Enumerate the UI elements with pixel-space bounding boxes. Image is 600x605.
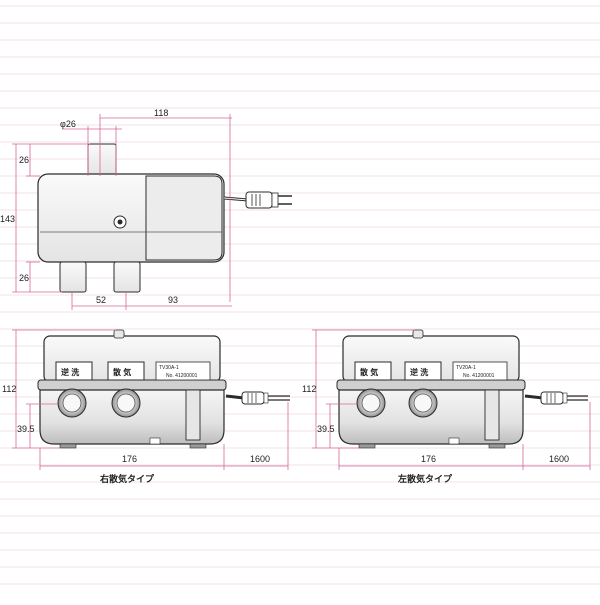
top-view <box>37 143 292 293</box>
ru-dim-height: 112 <box>2 384 16 394</box>
ruled-lines <box>0 5 600 585</box>
lu-caption: 左散気タイプ <box>397 473 453 484</box>
dim-total-width: 118 <box>154 108 168 118</box>
top-view-dimensions <box>12 114 232 310</box>
dim-pipe-diameter: φ26 <box>60 119 76 129</box>
left-unit-front-view: 散 気 逆 洗 TV20A-1 No. 41200001 <box>336 329 588 449</box>
top-lid <box>145 175 223 261</box>
ru-top-knob <box>113 329 125 339</box>
lu-label-left: 散 気 <box>360 367 378 377</box>
right-unit-dimensions <box>12 329 289 470</box>
lu-post <box>484 389 500 441</box>
top-cord-inner <box>223 197 249 201</box>
lu-cord <box>524 394 544 400</box>
ru-dim-pipe-height: 39.5 <box>17 424 35 434</box>
lu-top-knob <box>412 329 424 339</box>
lu-foot-mid <box>448 437 460 445</box>
ru-port-left-inner <box>62 393 82 413</box>
ru-dim-width: 176 <box>122 454 137 464</box>
ru-foot-left <box>59 443 77 449</box>
ru-port-right-inner <box>116 393 136 413</box>
ru-plate-number: No. 41200001 <box>166 373 198 379</box>
lu-dim-pipe-height: 39.5 <box>317 424 335 434</box>
lu-rim <box>336 379 526 391</box>
ru-foot-right <box>189 443 207 449</box>
ru-nameplate <box>155 361 211 381</box>
lu-port-right-inner <box>413 393 433 413</box>
ru-plug-icon <box>241 391 290 405</box>
ru-post <box>185 389 201 441</box>
lu-label-right: 逆 洗 <box>410 367 428 377</box>
ru-rim <box>37 379 227 391</box>
lu-nameplate <box>452 361 508 381</box>
ru-label-left: 逆 洗 <box>61 367 79 377</box>
ru-label-box-left <box>55 361 93 381</box>
ru-label-box-right <box>107 361 145 381</box>
dim-total-height: 143 <box>0 214 15 224</box>
ru-cord <box>225 394 245 400</box>
right-unit-front-view: 逆 洗 散 気 TV30A-1 No. 41200001 <box>37 329 290 449</box>
dim-pipe-top: 26 <box>19 155 29 165</box>
lu-dim-width: 176 <box>421 454 436 464</box>
ru-foot-mid <box>149 437 161 445</box>
lu-label-box-left <box>354 361 392 381</box>
lu-plug-icon <box>540 391 588 405</box>
dim-pipe-span: 93 <box>168 295 178 305</box>
lu-plate-model: TV20A-1 <box>456 365 476 371</box>
top-pipe <box>87 143 117 177</box>
ru-label-right: 散 気 <box>113 367 131 377</box>
top-screw-center <box>117 219 123 225</box>
lu-dim-height: 112 <box>302 384 316 394</box>
top-pipe-right <box>113 261 141 293</box>
lu-plate-number: No. 41200001 <box>463 373 495 379</box>
ru-plate-model: TV30A-1 <box>159 365 179 371</box>
top-pipe-left <box>59 261 87 293</box>
lu-dim-cord: 1600 <box>549 454 569 464</box>
dim-pipe-bottom: 26 <box>19 273 29 283</box>
lu-label-box-right <box>404 361 442 381</box>
lu-foot-left <box>358 443 376 449</box>
lu-port-left-inner <box>361 393 381 413</box>
ru-dim-cord: 1600 <box>250 454 270 464</box>
top-plug-icon <box>245 191 292 209</box>
lu-foot-right <box>488 443 506 449</box>
dim-pipe-offset: 52 <box>96 295 106 305</box>
left-unit-dimensions <box>312 329 591 470</box>
ru-caption: 右散気タイプ <box>99 473 155 484</box>
